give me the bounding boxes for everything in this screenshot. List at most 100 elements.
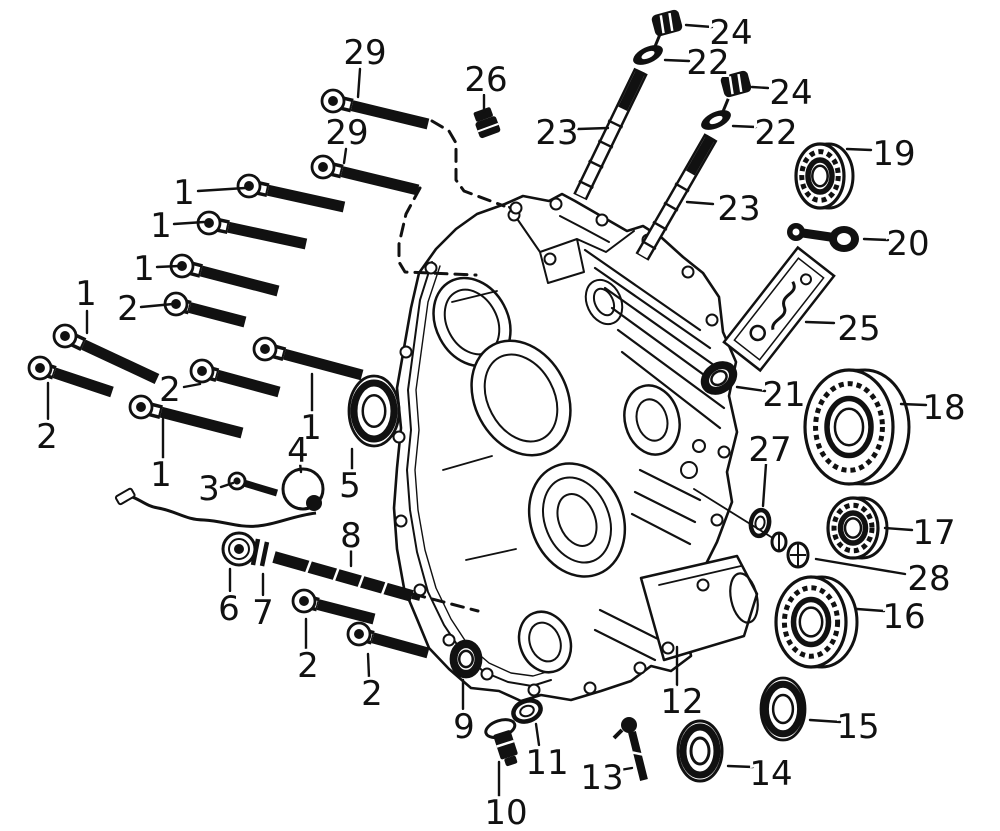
part-callout-22b: 22 — [754, 113, 797, 153]
guide-shaft-8 — [411, 592, 480, 613]
part-callout-24a: 24 — [709, 13, 752, 53]
spigot-line — [658, 565, 742, 586]
part-callout-1a: 1 — [173, 173, 195, 213]
case-boss — [680, 461, 698, 479]
nut-set-28 — [770, 531, 810, 569]
bolt-1-4 — [52, 323, 160, 384]
leader-line-16 — [855, 607, 886, 613]
leader-line-2e — [366, 652, 371, 679]
part-callout-1e: 1 — [150, 455, 172, 495]
leader-line-21 — [735, 385, 767, 393]
part-callout-13: 13 — [580, 758, 623, 798]
part-callout-10: 10 — [484, 793, 527, 831]
bearing-16 — [774, 575, 859, 669]
o-ring-27 — [748, 507, 772, 539]
shaft-assy-6-7-8 — [221, 531, 421, 602]
cam-lever-20 — [787, 223, 859, 252]
o-ring-11 — [511, 698, 543, 724]
crankcase-illustration — [392, 192, 759, 703]
bolt-2-1 — [163, 291, 247, 328]
bolt-2-4 — [291, 588, 376, 625]
bolt-29-2 — [310, 154, 420, 196]
assembly-guide-lines — [397, 119, 777, 613]
bearing-19 — [794, 142, 855, 210]
case-boss — [692, 439, 706, 453]
part-callout-2c: 2 — [159, 370, 181, 410]
cap-nut-24-2 — [720, 70, 752, 98]
part-callout-9: 9 — [453, 707, 475, 747]
bolt-13 — [612, 717, 648, 781]
part-callout-23a: 23 — [535, 113, 578, 153]
spigot-face — [729, 572, 759, 624]
sealing-washer-22-1 — [633, 33, 663, 65]
leader-line-24a — [684, 23, 714, 29]
part-callout-29a: 29 — [343, 33, 386, 73]
leader-line-25 — [804, 320, 836, 325]
part-callout-4: 4 — [287, 431, 309, 471]
part-callout-2d: 2 — [297, 646, 319, 686]
leader-line-11 — [534, 722, 541, 747]
leader-line-20 — [862, 237, 890, 242]
part-callout-15: 15 — [836, 707, 879, 747]
part-callout-20: 20 — [886, 224, 929, 264]
part-callout-24b: 24 — [769, 73, 812, 113]
leader-line-2c — [182, 382, 202, 389]
leader-line-23b — [685, 200, 715, 206]
leader-line-22b — [731, 124, 758, 129]
parts-artwork — [27, 9, 911, 783]
leader-line-1c — [155, 264, 181, 269]
bearing-18 — [803, 368, 911, 486]
oil-seal-15 — [759, 676, 807, 742]
stud-23-1 — [573, 67, 648, 201]
top-bracket-lines — [508, 206, 635, 284]
leader-line-15 — [808, 718, 842, 724]
case-detail-lines — [442, 290, 517, 561]
leader-line-1a — [196, 186, 247, 193]
gasket-outline-outer — [406, 261, 552, 687]
part-callout-27: 27 — [748, 430, 791, 470]
guide-bolt-29-lower — [397, 186, 478, 277]
guide-bolt-29-upper — [430, 119, 506, 208]
part-callout-1d: 1 — [75, 274, 97, 314]
axis-crank-27-28 — [693, 488, 777, 541]
part-callout-26: 26 — [464, 60, 507, 100]
bolt-29-1 — [320, 88, 430, 130]
bolt-2-3 — [189, 358, 281, 398]
part-callout-22a: 22 — [686, 43, 729, 83]
sealing-washer-22-2 — [701, 98, 731, 130]
bolt-2-5 — [346, 621, 430, 659]
bracket-hole — [543, 252, 557, 266]
part-callout-7: 7 — [252, 593, 274, 633]
plug-26 — [473, 107, 501, 139]
part-callout-2a: 2 — [117, 289, 139, 329]
leader-line-23a — [576, 126, 610, 131]
stud-23-2 — [635, 133, 718, 261]
part-callout-3: 3 — [198, 469, 220, 509]
leader-line-28 — [814, 557, 907, 576]
part-callout-23b: 23 — [717, 189, 760, 229]
crank-boss — [623, 384, 681, 456]
leader-line-19 — [845, 147, 873, 152]
leader-line-2a — [139, 302, 175, 309]
part-callout-14: 14 — [749, 754, 792, 794]
breather-cap-4 — [114, 467, 325, 528]
part-callout-12: 12 — [660, 682, 703, 722]
drain-plug-10 — [484, 718, 518, 767]
part-callout-21: 21 — [762, 375, 805, 415]
bolt-2-2 — [27, 355, 114, 398]
leader-line-4 — [298, 461, 303, 474]
leader-line-1b — [172, 220, 206, 226]
bolt-1-5 — [128, 394, 244, 439]
bolt-3 — [227, 471, 279, 497]
bolt-1-6 — [252, 336, 364, 381]
part-callout-6: 6 — [218, 589, 240, 629]
part-callout-25: 25 — [837, 309, 880, 349]
leader-line-13 — [618, 766, 634, 772]
leader-line-18 — [899, 402, 928, 407]
oil-seal-9 — [449, 639, 483, 679]
leader-line-29a — [356, 67, 362, 99]
strainer-plate-25 — [722, 245, 836, 373]
leader-line-22a — [663, 58, 691, 63]
